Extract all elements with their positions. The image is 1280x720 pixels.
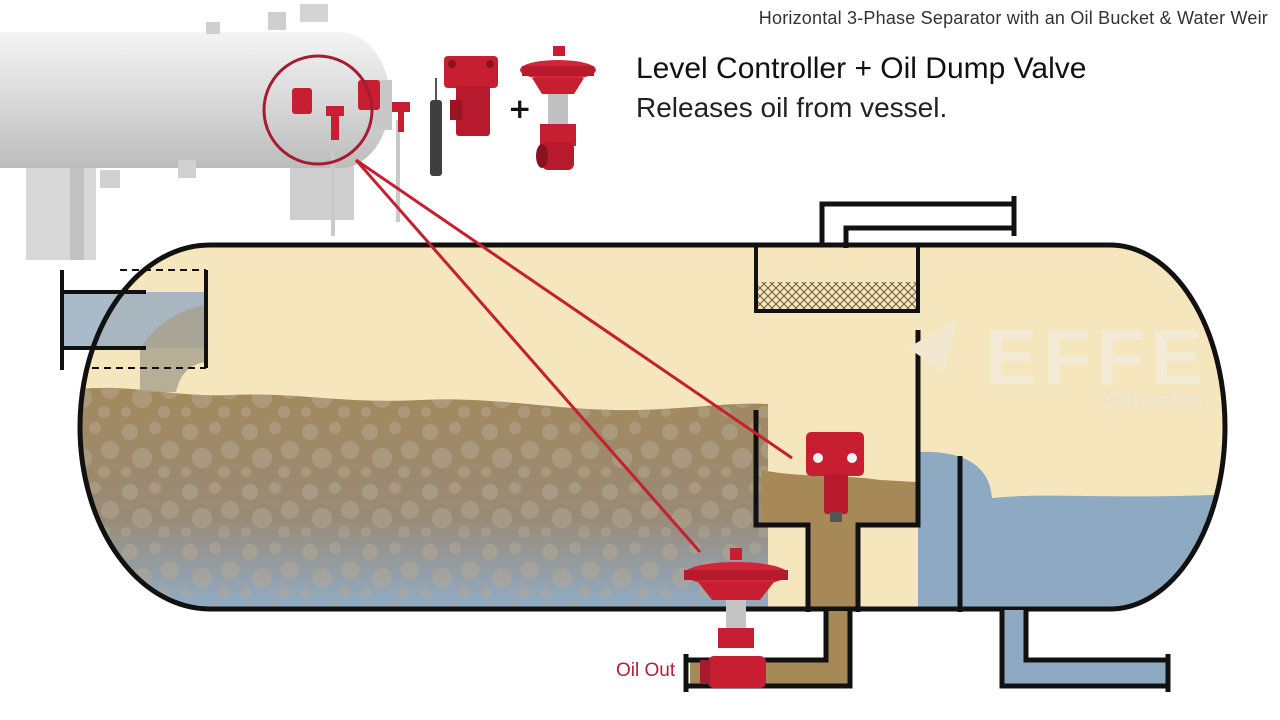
watermark-logo-icon: [908, 318, 958, 372]
oil-dump-valve: [684, 548, 788, 688]
oil-out-label: Oil Out: [616, 660, 676, 681]
vessel-shell: [77, 242, 1228, 612]
callout-heading: Level Controller + Oil Dump Valve: [636, 52, 1087, 85]
gas-outlet: [754, 196, 1017, 313]
level-controller-isolated: [444, 56, 498, 136]
water-outlet-pipe: [999, 610, 1171, 692]
oil-bucket: [753, 330, 921, 612]
inlet-nozzle: [60, 269, 208, 392]
oil-bucket-oil: [762, 470, 916, 608]
page-title: Horizontal 3-Phase Separator with an Oil…: [758, 8, 1268, 28]
displacer-float: [430, 78, 442, 176]
plus-sign: +: [508, 92, 532, 125]
dump-valve-isolated: [520, 46, 596, 170]
callout-subheading: Releases oil from vessel.: [636, 92, 948, 123]
separator-3d-render: [0, 4, 410, 260]
watermark-subtext: Animation: [1100, 386, 1208, 411]
mist-extractor-pad: [756, 282, 918, 310]
callout-lines: [354, 158, 793, 553]
watermark-text: EFFE: [985, 313, 1209, 401]
water-zone: [918, 451, 1225, 609]
level-controller-in-vessel: [806, 432, 864, 522]
vessel-interior: [80, 245, 1225, 609]
